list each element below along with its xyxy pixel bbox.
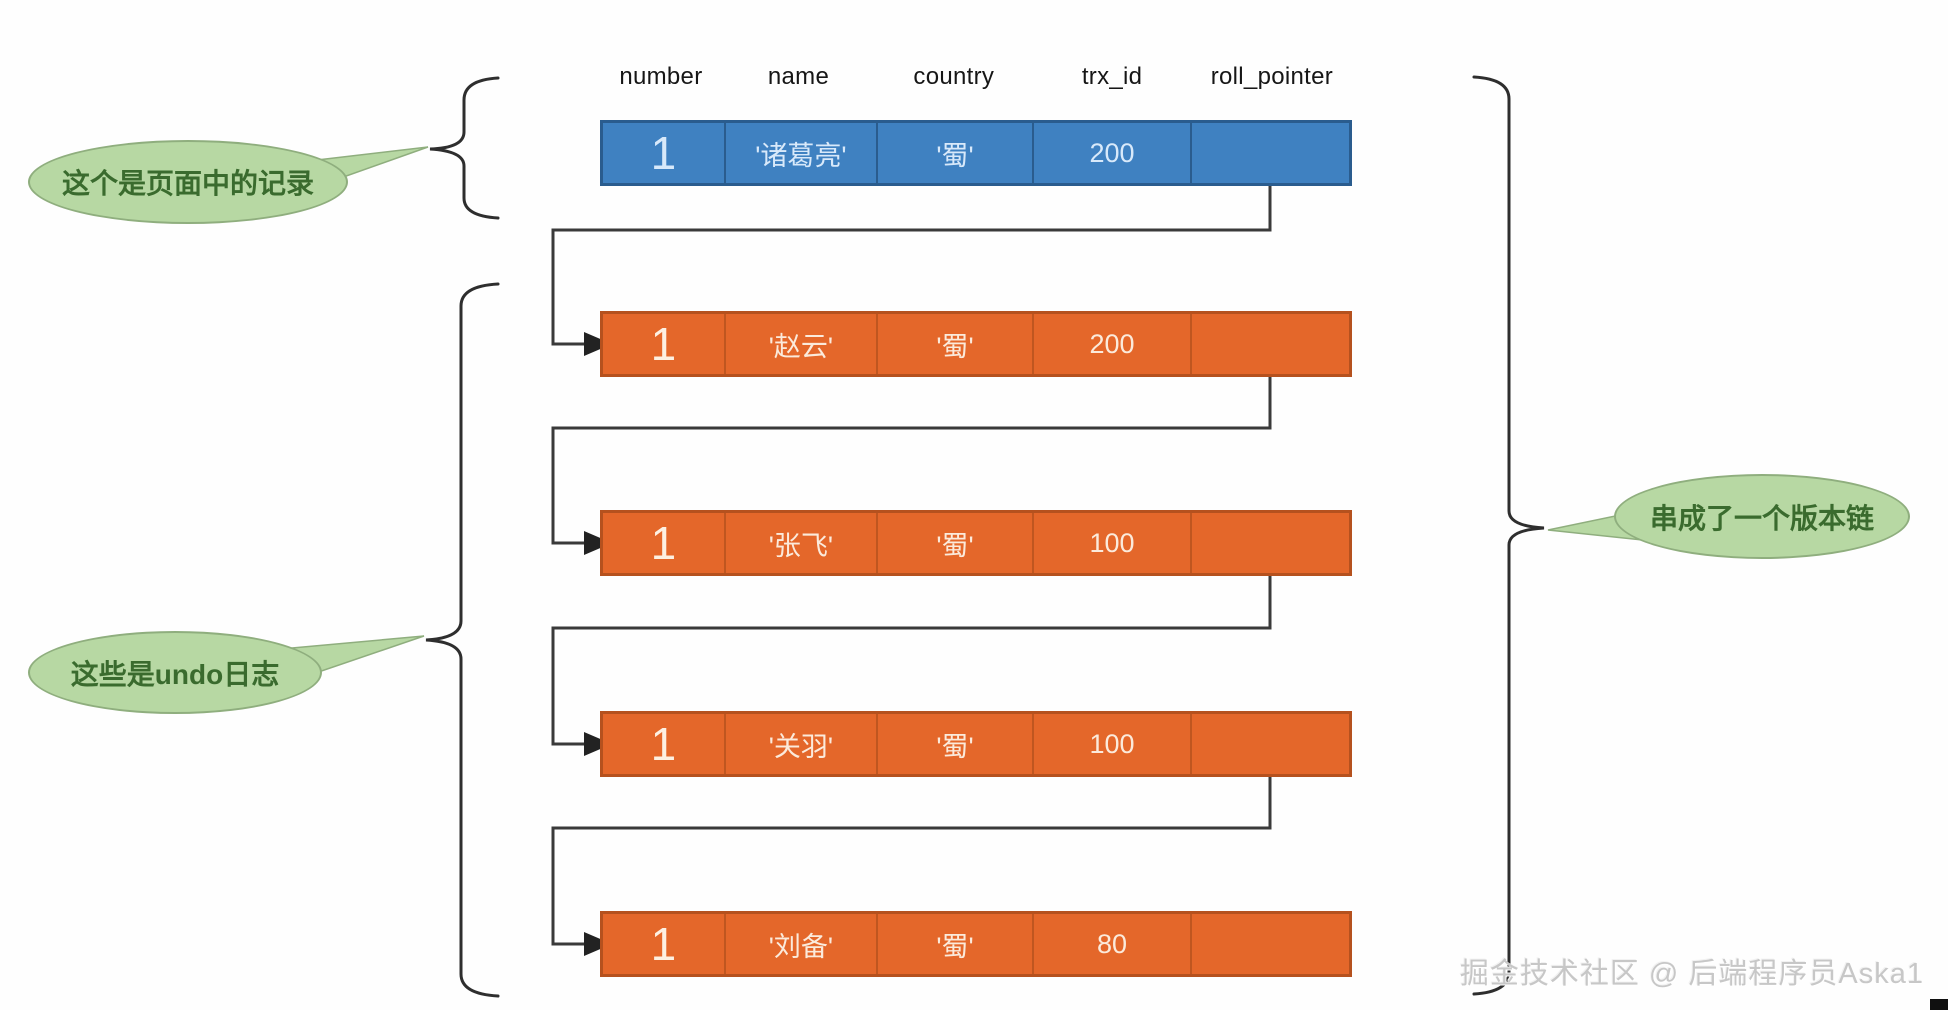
cell-country: '蜀' [876,513,1032,573]
cell-trx-id: 100 [1031,513,1190,573]
cell-country: '蜀' [876,914,1032,974]
version-chain-bubble-label: 串成了一个版本链 [1649,502,1874,534]
cell-name: '关羽' [723,714,876,774]
column-header-name: name [767,63,830,90]
cell-trx-id: 200 [1031,123,1190,183]
column-header-number: number [619,63,703,90]
cell-number: 1 [650,127,677,179]
cell-roll-pointer [1190,714,1349,774]
undo-logs-brace [425,282,500,998]
cell-country: '蜀' [876,314,1032,374]
cell-trx-id: 80 [1031,914,1190,974]
cell-roll-pointer [1190,513,1349,573]
column-header-trx-id: trx_id [1081,63,1143,90]
cell-trx-id: 200 [1031,314,1190,374]
cell-roll-pointer [1190,914,1349,974]
cell-roll-pointer [1190,314,1349,374]
version-chain-bubble: 串成了一个版本链 [1614,474,1910,559]
undo-logs-bubble: 这些是undo日志 [28,631,322,714]
cell-roll-pointer [1190,123,1349,183]
undo-log-row: 1 '张飞' '蜀' 100 [600,510,1352,576]
column-header-country: country [913,63,995,90]
cell-trx-id: 100 [1031,714,1190,774]
cell-number: 1 [650,517,677,569]
cell-name: '赵云' [723,314,876,374]
column-header-roll-pointer: roll_pointer [1210,63,1334,90]
column-headers: number name country trx_id roll_pointer [600,60,1352,94]
cell-number: 1 [650,918,677,970]
cell-name: '张飞' [723,513,876,573]
corner-mark [1930,999,1948,1010]
cell-name: '刘备' [723,914,876,974]
cell-number: 1 [650,318,677,370]
undo-logs-bubble-label: 这些是undo日志 [70,658,280,690]
page-record-bubble: 这个是页面中的记录 [28,140,348,224]
watermark: 掘金技术社区 @ 后端程序员Aska1 [1459,958,1924,990]
undo-log-row: 1 '关羽' '蜀' 100 [600,711,1352,777]
cell-country: '蜀' [876,123,1032,183]
cell-name: '诸葛亮' [723,123,876,183]
cell-country: '蜀' [876,714,1032,774]
undo-log-row: 1 '刘备' '蜀' 80 [600,911,1352,977]
cell-number: 1 [650,718,677,770]
page-record-brace [429,76,500,220]
page-record-row: 1 '诸葛亮' '蜀' 200 [600,120,1352,186]
page-record-bubble-label: 这个是页面中的记录 [61,168,314,199]
version-chain-brace [1472,75,1545,996]
undo-log-row: 1 '赵云' '蜀' 200 [600,311,1352,377]
